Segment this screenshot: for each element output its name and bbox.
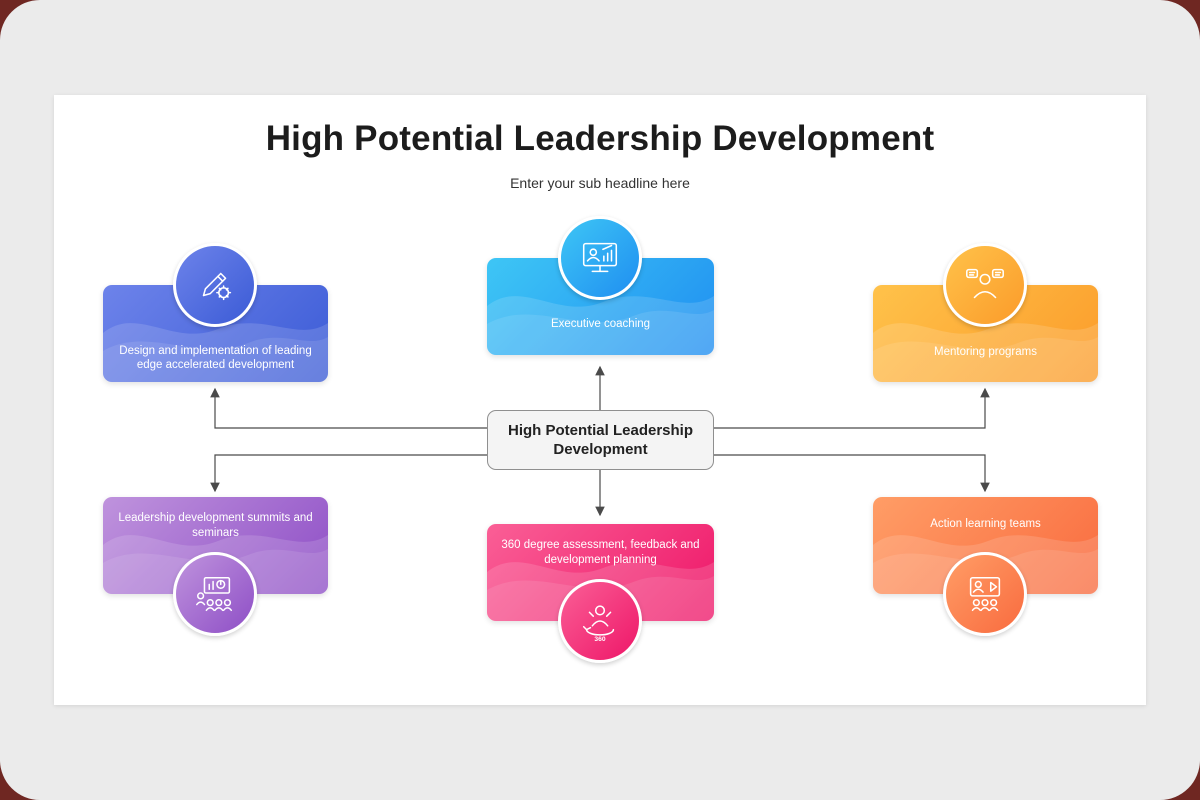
pencil-gear-icon bbox=[173, 243, 257, 327]
center-node: High Potential Leadership Development bbox=[487, 410, 714, 470]
arrow-to-top-left bbox=[210, 387, 487, 429]
card-label: Design and implementation of leading edg… bbox=[119, 344, 312, 372]
video-team-icon bbox=[943, 552, 1027, 636]
360-degree-person-icon: 360 bbox=[558, 579, 642, 663]
arrow-to-bottom-right bbox=[714, 454, 990, 493]
connector-lines bbox=[210, 365, 990, 517]
card-design-implementation: Design and implementation of leading edg… bbox=[103, 285, 328, 382]
card-label: Action learning teams bbox=[930, 518, 1041, 530]
card-label: Leadership development summits and semin… bbox=[118, 512, 313, 539]
card-label: 360 degree assessment, feedback and deve… bbox=[501, 539, 700, 566]
slide: High Potential Leadership Development En… bbox=[54, 95, 1146, 705]
wave-decoration bbox=[103, 323, 328, 382]
wave-decoration bbox=[487, 296, 714, 355]
seminar-presentation-icon bbox=[173, 552, 257, 636]
coaching-monitor-chart-icon bbox=[558, 216, 642, 300]
wave-decoration bbox=[873, 323, 1098, 382]
card-label: Mentoring programs bbox=[934, 346, 1037, 359]
arrow-to-top-right bbox=[714, 387, 990, 429]
arrow-to-bottom-left bbox=[210, 454, 487, 493]
page-subtitle: Enter your sub headline here bbox=[510, 175, 690, 191]
svg-text:360: 360 bbox=[594, 636, 605, 643]
page-title: High Potential Leadership Development bbox=[265, 119, 935, 158]
card-label: Executive coaching bbox=[550, 318, 651, 331]
mentor-speech-bubbles-icon bbox=[943, 243, 1027, 327]
